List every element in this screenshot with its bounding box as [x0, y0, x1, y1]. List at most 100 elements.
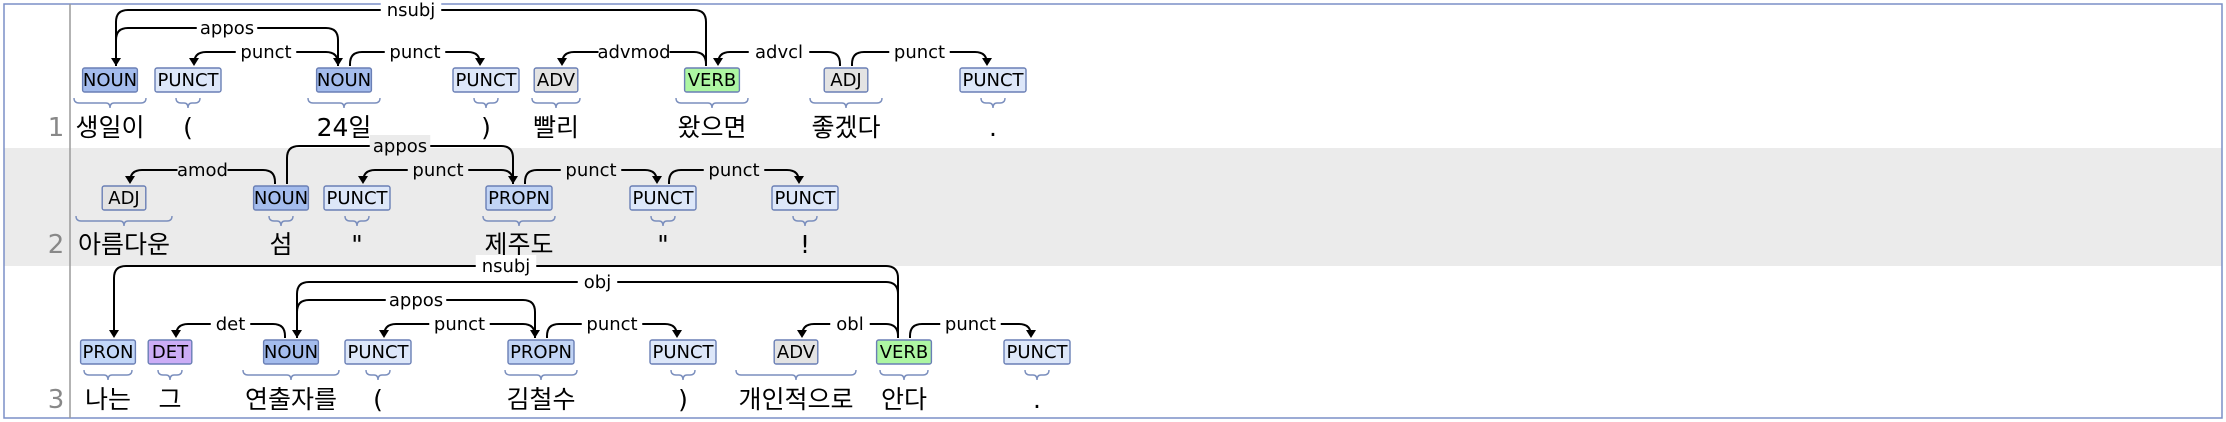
token-form: ( — [373, 385, 383, 414]
token-brace — [175, 97, 201, 109]
pos-tag-box — [959, 67, 1027, 93]
arc-label: punct — [412, 160, 463, 181]
pos-tag-box — [81, 67, 139, 93]
pos-tag-box — [1003, 339, 1071, 365]
arc-label-bg — [369, 135, 431, 155]
token-brace — [531, 97, 581, 109]
token-brace — [792, 215, 818, 227]
arc-arrowhead — [557, 58, 567, 66]
token-form: 아름다운 — [78, 230, 170, 259]
arc-label-bg — [560, 159, 622, 179]
pos-tag-box — [629, 185, 697, 211]
sentence-3: 3PRON나는DET그NOUN연출자를PUNCT(PROPN김철수PUNCT)A… — [48, 255, 1071, 415]
token-form: " — [657, 230, 669, 259]
frame-border — [3, 3, 2223, 419]
token-brace — [365, 369, 391, 381]
token-brace — [75, 215, 173, 227]
pos-tag: PUNCT — [455, 70, 517, 91]
token-form: 나는 — [85, 385, 131, 414]
token-brace — [980, 97, 1006, 109]
pos-tag: NOUN — [83, 70, 137, 91]
pos-tag: ADJ — [108, 188, 139, 209]
token-brace — [482, 215, 556, 227]
pos-tag-box — [252, 185, 310, 211]
pos-tag-box — [875, 339, 933, 365]
token-form: 생일이 — [75, 113, 144, 142]
token-brace — [268, 215, 294, 227]
token-brace — [344, 215, 370, 227]
pos-tag: PUNCT — [652, 342, 714, 363]
pos-tag-box — [649, 339, 717, 365]
token-form: 섬 — [269, 230, 292, 259]
token-form: 그 — [158, 385, 181, 414]
arc-arrowhead — [794, 176, 804, 184]
arc-label-bg — [581, 313, 643, 333]
arc-label-bg — [748, 41, 810, 61]
token-brace — [670, 369, 696, 381]
arc-label-bg — [210, 313, 251, 333]
pos-tag-box — [485, 185, 553, 211]
token-brace — [650, 215, 676, 227]
pos-tag: ADV — [777, 342, 816, 363]
arc-label: punct — [565, 160, 616, 181]
arc-label-bg — [889, 41, 950, 61]
pos-tag-box — [773, 339, 819, 365]
token-form: 빨리 — [533, 113, 579, 142]
pos-tag: VERB — [688, 70, 737, 91]
arc-label: advmod — [597, 42, 670, 63]
arc-label: punct — [708, 160, 759, 181]
arc-label-bg — [703, 159, 765, 179]
pos-tag: PROPN — [510, 342, 572, 363]
pos-tag-box — [79, 339, 137, 365]
token-form: 김철수 — [506, 385, 575, 414]
sentence-1: 1NOUN생일이PUNCT(NOUN24일PUNCT)ADV빨리VERB왔으면A… — [48, 0, 1027, 143]
token-form: 왔으면 — [677, 113, 746, 142]
pos-tag-box — [452, 67, 520, 93]
pos-tag-box — [683, 67, 741, 93]
pos-tag: ADJ — [830, 70, 861, 91]
token-form: 좋겠다 — [811, 113, 880, 142]
token-form: 개인적으로 — [738, 385, 853, 414]
arc-label: det — [216, 314, 246, 335]
arc-arrowhead — [171, 330, 181, 338]
line-number: 2 — [48, 230, 65, 260]
pos-tag: NOUN — [317, 70, 371, 91]
arc-label: obj — [584, 272, 611, 293]
pos-tag-box — [771, 185, 839, 211]
token-brace — [675, 97, 749, 109]
token-form: ! — [800, 230, 810, 259]
pos-tag-box — [507, 339, 575, 365]
arc-label-bg — [407, 159, 469, 179]
pos-tag: ADV — [537, 70, 576, 91]
pos-tag: PUNCT — [632, 188, 694, 209]
arc-label-bg — [577, 271, 618, 291]
arc-label-bg — [196, 17, 258, 37]
arc-label-bg — [940, 313, 1001, 333]
arc-arrowhead — [109, 330, 119, 338]
pos-tag: VERB — [880, 342, 929, 363]
token-form: ) — [481, 113, 491, 142]
token-form: 연출자를 — [245, 385, 337, 414]
arc-label: punct — [240, 42, 291, 63]
pos-tag-box — [533, 67, 579, 93]
arc-label-bg — [380, 0, 442, 19]
token-form: ( — [183, 113, 193, 142]
pos-tag-box — [101, 185, 147, 211]
pos-tag-box — [147, 339, 193, 365]
pos-tag: NOUN — [254, 188, 308, 209]
arc-label-bg — [429, 313, 490, 333]
pos-tag-box — [262, 339, 320, 365]
arc-label-bg — [598, 41, 670, 61]
arc-label: obl — [836, 314, 863, 335]
pos-tag: NOUN — [264, 342, 318, 363]
token-brace — [504, 369, 578, 381]
arc-label-bg — [235, 41, 297, 61]
token-brace — [735, 369, 857, 381]
arc-label: punct — [894, 42, 945, 63]
arc-label-bg — [384, 41, 446, 61]
arc-arrowhead — [652, 176, 662, 184]
arc-label: appos — [200, 18, 254, 39]
arc-label: appos — [373, 136, 427, 157]
